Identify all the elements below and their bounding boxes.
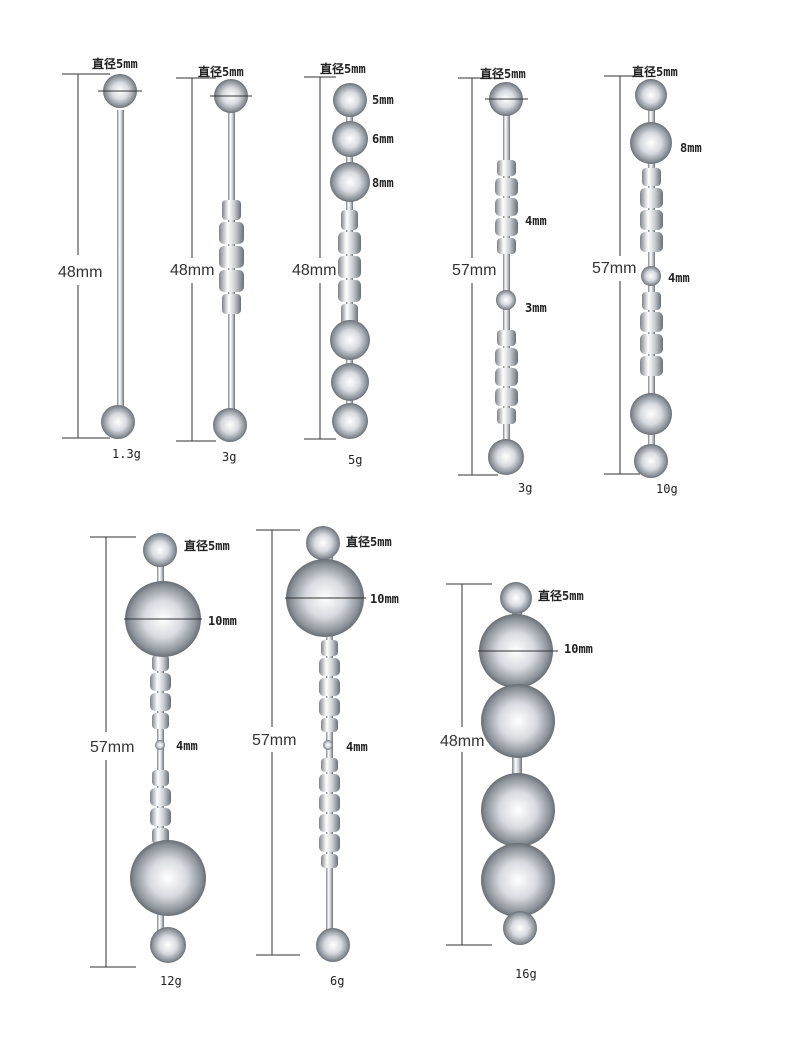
ball: [641, 266, 661, 286]
barbell-3: 48mm 直径5mm 5mm 6mm 8mm 5g: [292, 61, 394, 467]
weight-label: 5g: [348, 453, 362, 467]
length-label: 48mm: [170, 262, 214, 279]
length-dimension: 48mm: [170, 77, 216, 442]
size-label: 4mm: [346, 740, 368, 754]
barbell-5: 57mm 直径5mm 8mm 4mm 10g: [592, 64, 702, 496]
length-label: 48mm: [440, 733, 484, 750]
ball: [331, 363, 369, 401]
ball: [635, 79, 667, 111]
ball-size-label: 5mm: [372, 93, 394, 107]
length-dimension: 48mm: [58, 73, 110, 439]
ball: [488, 439, 524, 475]
diameter-label: 直径5mm: [632, 64, 678, 79]
weight-label: 12g: [160, 974, 182, 988]
length-label: 57mm: [252, 732, 296, 749]
ball: [332, 403, 368, 439]
length-dimension: 57mm: [592, 75, 640, 475]
ball: [630, 122, 672, 164]
ball-size-label: 10mm: [370, 592, 399, 606]
length-label: 48mm: [292, 262, 336, 279]
ribbed-section: [219, 200, 244, 314]
diameter-label: 直径5mm: [538, 588, 584, 603]
rod: [157, 565, 164, 935]
diameter-label: 直径5mm: [92, 56, 138, 71]
size-label: 3mm: [525, 301, 547, 315]
barbell-2: 48mm 直径5mm 3g: [170, 64, 252, 464]
barbell-8: 48mm 直径5mm 10mm 16g: [440, 582, 593, 981]
length-label: 48mm: [58, 264, 102, 281]
diameter-label: 直径5mm: [480, 66, 526, 81]
ball: [155, 740, 165, 750]
length-label: 57mm: [592, 260, 636, 277]
ball: [143, 533, 177, 567]
rod: [503, 112, 510, 447]
diameter-label: 直径5mm: [320, 61, 366, 76]
ball: [130, 840, 206, 916]
ball: [332, 121, 368, 157]
ball: [101, 405, 135, 439]
weight-label: 10g: [656, 482, 678, 496]
size-label: 4mm: [525, 214, 547, 228]
ball: [323, 740, 333, 750]
ball: [634, 444, 668, 478]
ball-size-label: 8mm: [680, 141, 702, 155]
ball-size-label: 10mm: [564, 642, 593, 656]
diameter-label: 直径5mm: [184, 538, 230, 553]
ball: [481, 773, 555, 847]
barbell-6: 57mm 直径5mm 10mm 4mm 12g: [90, 533, 237, 988]
rod: [512, 600, 522, 935]
length-dimension: 48mm: [440, 583, 492, 946]
diameter-label: 直径5mm: [346, 534, 392, 549]
ball: [213, 408, 247, 442]
ball: [630, 393, 672, 435]
ball-size-label: 6mm: [372, 132, 394, 146]
length-dimension: 57mm: [452, 77, 498, 476]
weight-label: 6g: [330, 974, 344, 988]
ball-size-label: 8mm: [372, 176, 394, 190]
weight-label: 16g: [515, 967, 537, 981]
ball: [496, 290, 516, 310]
ball: [500, 582, 532, 614]
ball: [330, 320, 370, 360]
ball: [306, 526, 340, 560]
ball: [481, 843, 555, 917]
weight-label: 1.3g: [112, 447, 141, 461]
ribbed-section: [640, 168, 663, 376]
size-label: 4mm: [668, 271, 690, 285]
ribbed-section: [338, 210, 361, 324]
length-label: 57mm: [452, 262, 496, 279]
ball: [150, 927, 186, 963]
ball: [316, 928, 350, 962]
barbell-1: 48mm 直径5mm 1.3g: [58, 56, 142, 461]
diameter-label: 直径5mm: [198, 64, 244, 79]
length-dimension: 57mm: [90, 536, 136, 968]
ribbed-section: [319, 640, 340, 868]
weight-label: 3g: [518, 481, 532, 495]
weight-label: 3g: [222, 450, 236, 464]
ball: [503, 911, 537, 945]
ribbed-section: [150, 655, 171, 844]
ribbed-section: [495, 160, 518, 424]
barbell-4: 57mm 直径5mm 4mm 3mm 3g: [452, 66, 547, 495]
ball-size-label: 10mm: [208, 614, 237, 628]
barbell-7: 57mm 直径5mm 10mm 4mm 6g: [252, 526, 399, 988]
length-dimension: 48mm: [292, 76, 336, 440]
ball: [481, 684, 555, 758]
length-dimension: 57mm: [252, 529, 300, 956]
length-label: 57mm: [90, 739, 134, 756]
rod: [117, 110, 124, 410]
ball: [333, 83, 367, 117]
size-label: 4mm: [176, 739, 198, 753]
ball: [330, 162, 370, 202]
